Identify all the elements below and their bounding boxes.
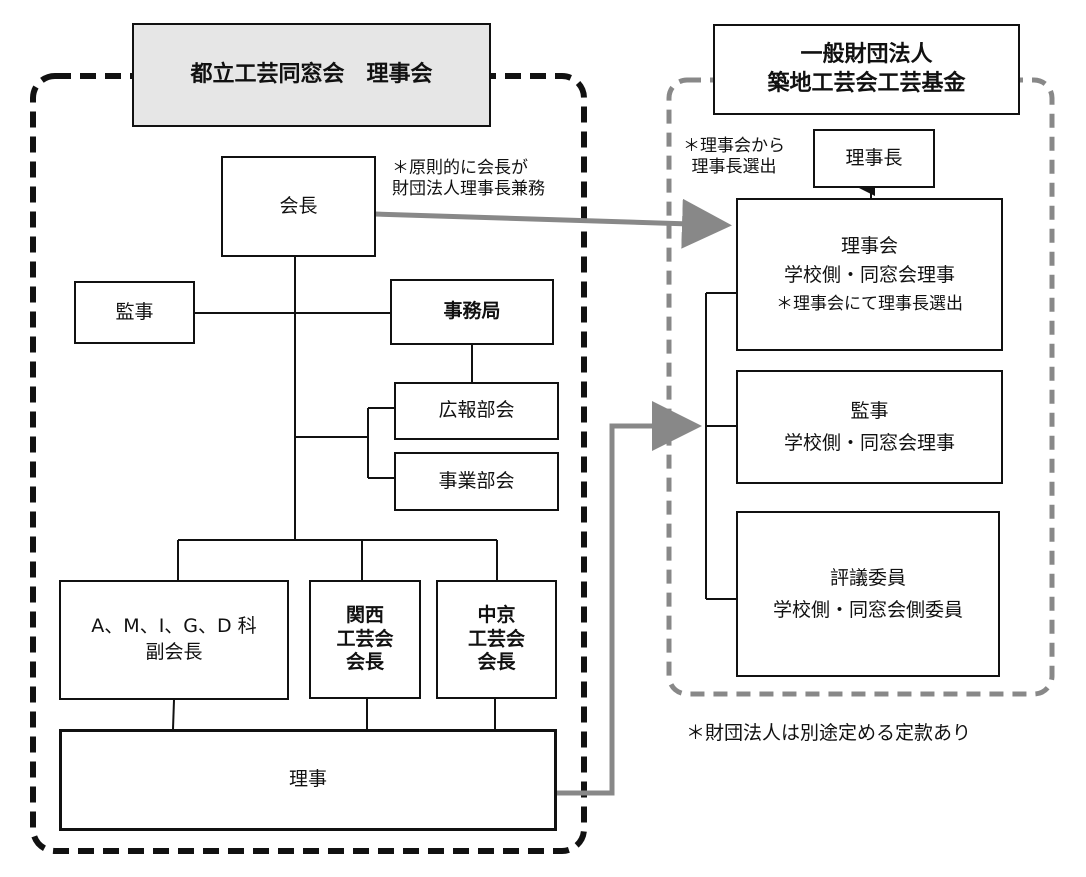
pr-committee-box: 広報部会 [394,382,559,440]
board-line-2: 学校側・同窓会理事 [783,264,955,287]
vice-presidents-line-1: A、M、I、G、D 科 [91,615,257,638]
kansai-line-3: 会長 [345,651,384,674]
president-box: 会長 [221,156,376,257]
chairman-box: 理事長 [813,129,935,188]
left-group-title-text: 都立工芸同窓会 理事会 [190,62,433,88]
directors-box: 理事 [59,729,557,831]
chukyo-president-box: 中京 工芸会 会長 [436,580,557,699]
chairman-label: 理事長 [845,146,903,169]
right-group-title: 一般財団法人 築地工芸会工芸基金 [713,24,1020,115]
councilors-line-2: 学校側・同窓会側委員 [772,599,963,621]
left-group-title: 都立工芸同窓会 理事会 [132,23,491,127]
auditor-label: 監事 [115,300,154,323]
business-committee-box: 事業部会 [394,452,559,511]
chukyo-line-1: 中京 [477,603,516,626]
right-group-title-line-2: 築地工芸会工芸基金 [767,70,966,96]
president-note: ＊原則的に会長が 財団法人理事長兼務 [392,158,545,201]
president-label: 会長 [279,194,318,217]
vice-presidents-line-2: 副会長 [145,641,203,663]
foundation-auditor-line-1: 監事 [850,399,889,422]
councilors-line-1: 評議委員 [829,566,906,589]
secretariat-box: 事務局 [390,279,554,345]
right-group-title-line-1: 一般財団法人 [800,41,933,67]
secretariat-label: 事務局 [443,300,501,323]
president-note-line-1: ＊原則的に会長が [392,158,528,178]
board-line-1: 理事会 [840,234,898,257]
board-line-3: ＊理事会にて理事長選出 [776,293,963,314]
pr-committee-label: 広報部会 [438,399,515,422]
foundation-auditor-line-2: 学校側・同窓会理事 [783,432,955,454]
chukyo-line-2: 工芸会 [467,627,525,650]
kansai-line-1: 関西 [345,603,384,626]
chukyo-line-3: 会長 [477,651,516,674]
vice-presidents-box: A、M、I、G、D 科 副会長 [59,580,289,700]
kansai-president-box: 関西 工芸会 会長 [309,580,421,699]
footer-note: ＊財団法人は別途定める定款あり [686,722,971,746]
board-box: 理事会 学校側・同窓会理事 ＊理事会にて理事長選出 [736,198,1003,351]
chair-note-line-2: 理事長選出 [691,157,777,178]
chair-note: ＊理事会から 理事長選出 [683,136,785,179]
president-note-line-2: 財団法人理事長兼務 [392,179,545,200]
auditor-box: 監事 [74,281,195,344]
chair-note-line-1: ＊理事会から [683,136,785,156]
footer-note-text: ＊財団法人は別途定める定款あり [686,722,972,744]
business-committee-label: 事業部会 [438,469,515,492]
directors-label: 理事 [288,768,327,791]
councilors-box: 評議委員 学校側・同窓会側委員 [736,511,1000,677]
kansai-line-2: 工芸会 [336,627,394,650]
foundation-auditor-box: 監事 学校側・同窓会理事 [736,370,1003,484]
